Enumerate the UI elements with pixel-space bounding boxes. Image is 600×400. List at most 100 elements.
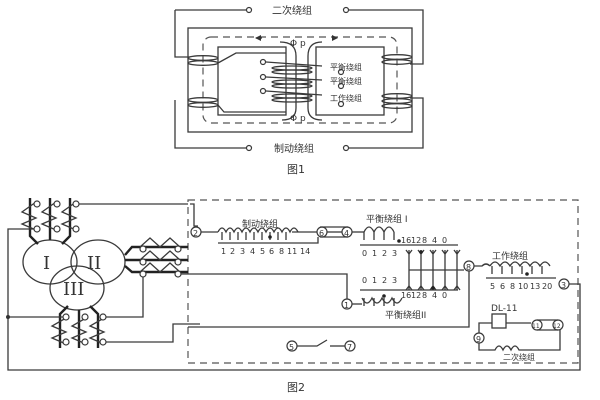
tap-label: 8 bbox=[510, 282, 515, 291]
terminal bbox=[342, 144, 350, 152]
braking-winding: 2 6 4 bbox=[190, 203, 353, 244]
svg-text:9: 9 bbox=[476, 335, 481, 344]
wire-terminal-8 bbox=[188, 271, 470, 328]
relay-circuit: 9 11 12 bbox=[473, 313, 564, 352]
secondary-lead-left-down bbox=[174, 10, 190, 58]
svg-text:11: 11 bbox=[532, 323, 540, 330]
tap-label: 5 bbox=[490, 282, 495, 291]
tap-label: 0 bbox=[362, 276, 367, 285]
tap-label: 4 bbox=[250, 247, 255, 256]
terminal bbox=[342, 6, 350, 14]
tap-label: 10 bbox=[518, 282, 528, 291]
flux-arrowhead-left bbox=[255, 35, 261, 41]
svg-text:2: 2 bbox=[193, 229, 198, 238]
flux-label-top: Φ p bbox=[290, 39, 306, 49]
braking-winding-taps: 1 2 3 4 5 6 8 11 14 bbox=[221, 247, 310, 256]
winding-III-label: III bbox=[63, 279, 84, 300]
tap-label: 2 bbox=[230, 247, 235, 256]
working-winding-label: 工作绕组 bbox=[492, 250, 528, 262]
balance-winding-1-label: 平衡绕组 I bbox=[366, 213, 408, 225]
tap-label: 1 bbox=[372, 276, 377, 285]
tap-label: 12 bbox=[411, 291, 421, 300]
svg-text:4: 4 bbox=[344, 229, 349, 238]
flux-path-outer bbox=[202, 36, 398, 124]
secondary-lead-right bbox=[349, 9, 424, 65]
terminal bbox=[245, 144, 253, 152]
svg-text:6: 6 bbox=[319, 229, 324, 238]
secondary-winding-label: 二次绕组 bbox=[272, 4, 312, 17]
tap-label: 8 bbox=[422, 291, 427, 300]
core-window-right bbox=[315, 46, 385, 116]
winding-I-label: I bbox=[43, 253, 50, 274]
tap-label: 4 bbox=[432, 291, 437, 300]
working-winding-label: 工作绕组 bbox=[330, 93, 362, 103]
flux-path-left-loop bbox=[279, 41, 297, 121]
right-upper-coil bbox=[381, 54, 413, 65]
outer-core bbox=[187, 27, 413, 133]
tap-label: 0 bbox=[442, 236, 447, 245]
braking-lead-left bbox=[174, 100, 248, 149]
transformer-winding-III bbox=[49, 265, 105, 311]
relay-label: DL-11 bbox=[491, 304, 518, 314]
center-windings bbox=[259, 58, 345, 108]
balance-winding-label-2: 平衡绕组 bbox=[330, 76, 362, 86]
tap-label: 13 bbox=[530, 282, 540, 291]
tap-label: 6 bbox=[269, 247, 274, 256]
flux-label-bottom: Φ p bbox=[290, 114, 306, 124]
tap-label: 16 bbox=[401, 291, 411, 300]
left-upper-coil bbox=[187, 52, 286, 66]
figure-2-caption: 图2 bbox=[287, 381, 305, 394]
tap-label: 0 bbox=[442, 291, 447, 300]
working-winding-taps: 5 6 8 10 13 20 bbox=[490, 282, 552, 291]
ct-group-top bbox=[7, 198, 188, 316]
balance-winding-2: 1 bbox=[200, 273, 458, 310]
balance-winding-2-taps: 0 1 2 3 16 12 8 4 0 bbox=[362, 276, 447, 300]
transformer-winding-II bbox=[70, 239, 126, 285]
flux-arrowhead-right bbox=[332, 35, 338, 41]
tap-label: 16 bbox=[401, 236, 411, 245]
tap-label: 5 bbox=[260, 247, 265, 256]
tap-label: 8 bbox=[422, 236, 427, 245]
braking-winding-label: 制动绕组 bbox=[274, 142, 314, 155]
braking-lead-right bbox=[349, 97, 424, 149]
core-window-left bbox=[217, 46, 287, 116]
balance-winding-label-1: 平衡绕组 bbox=[330, 62, 362, 72]
tap-label: 3 bbox=[240, 247, 245, 256]
relay-enclosure bbox=[187, 199, 579, 364]
tap-label: 1 bbox=[372, 249, 377, 258]
secondary-winding-label: 二次绕组 bbox=[503, 352, 535, 362]
junction-dot bbox=[6, 315, 10, 319]
terminal bbox=[245, 6, 253, 14]
balance-winding-1-taps: 0 1 2 3 16 12 8 4 0 bbox=[362, 236, 447, 258]
right-lower-coil bbox=[381, 93, 413, 109]
tap-label: 14 bbox=[300, 247, 310, 256]
svg-text:1: 1 bbox=[344, 301, 349, 310]
balance-winding-1 bbox=[352, 226, 464, 291]
relay-dl11-coil bbox=[491, 313, 507, 329]
braking-winding-label: 制动绕组 bbox=[242, 218, 278, 230]
svg-text:12: 12 bbox=[553, 323, 561, 330]
tap-label: 6 bbox=[500, 282, 505, 291]
tap-label: 20 bbox=[542, 282, 552, 291]
tap-label: 2 bbox=[382, 276, 387, 285]
winding-II-label: II bbox=[87, 253, 101, 274]
svg-text:7: 7 bbox=[347, 343, 352, 352]
tap-label: 4 bbox=[432, 236, 437, 245]
terminal-8-label: 8 bbox=[466, 263, 471, 272]
svg-text:3: 3 bbox=[561, 281, 566, 290]
flux-path-right-loop bbox=[307, 41, 323, 121]
svg-text:5: 5 bbox=[289, 343, 294, 352]
ct-group-bottom bbox=[7, 283, 581, 371]
tap-label: 12 bbox=[411, 236, 421, 245]
balance-winding-2-label: 平衡绕组II bbox=[385, 309, 426, 321]
tap-label: 3 bbox=[392, 249, 397, 258]
tap-label: 2 bbox=[382, 249, 387, 258]
tap-label: 11 bbox=[287, 247, 297, 256]
switch-5-7: 5 7 bbox=[286, 339, 356, 352]
figure-1: Φ p Φ p 二次绕组 制动绕组 bbox=[174, 4, 424, 176]
tap-label: 1 bbox=[221, 247, 226, 256]
working-winding: 3 bbox=[474, 261, 570, 290]
figure-2: I II III bbox=[6, 198, 581, 394]
